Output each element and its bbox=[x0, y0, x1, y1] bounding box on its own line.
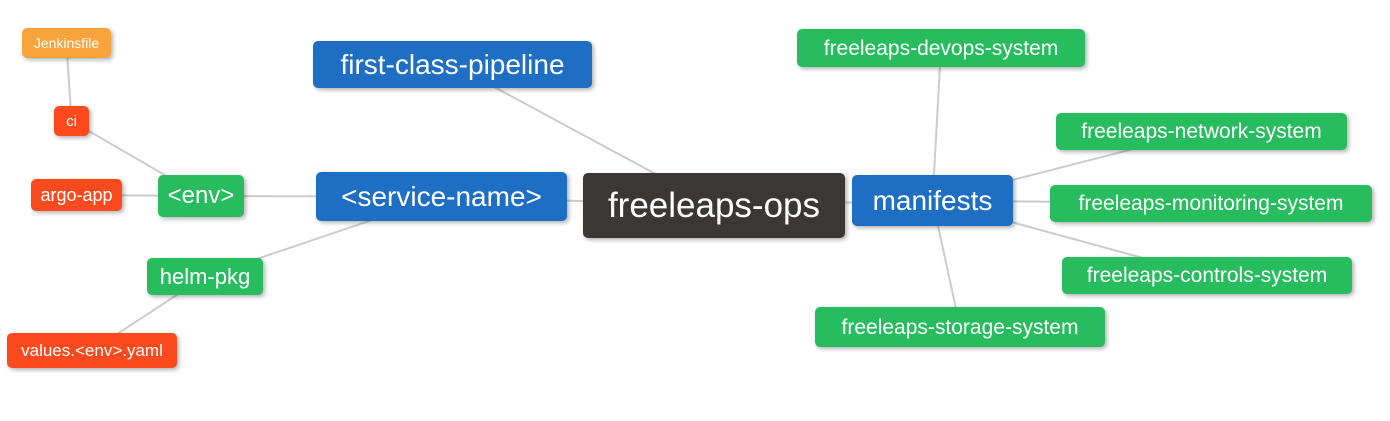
node-jenkinsfile[interactable]: Jenkinsfile bbox=[22, 28, 111, 58]
node-freeleaps-storage-system[interactable]: freeleaps-storage-system bbox=[815, 307, 1105, 347]
node-ci[interactable]: ci bbox=[54, 106, 89, 136]
node-env[interactable]: <env> bbox=[158, 175, 244, 217]
node-freeleaps-network-system[interactable]: freeleaps-network-system bbox=[1056, 113, 1347, 150]
node-freeleaps-controls-system[interactable]: freeleaps-controls-system bbox=[1062, 257, 1352, 294]
node-freeleaps-devops-system[interactable]: freeleaps-devops-system bbox=[797, 29, 1085, 67]
node-first-class-pipeline[interactable]: first-class-pipeline bbox=[313, 41, 592, 88]
node-argo-app[interactable]: argo-app bbox=[31, 179, 122, 211]
node-manifests[interactable]: manifests bbox=[852, 175, 1013, 226]
node-helm-pkg[interactable]: helm-pkg bbox=[147, 258, 263, 295]
node-freeleaps-ops[interactable]: freeleaps-ops bbox=[583, 173, 845, 238]
node-freeleaps-monitoring-system[interactable]: freeleaps-monitoring-system bbox=[1050, 185, 1372, 222]
node-values-env-yaml[interactable]: values.<env>.yaml bbox=[7, 333, 177, 368]
node-service-name[interactable]: <service-name> bbox=[316, 172, 567, 221]
